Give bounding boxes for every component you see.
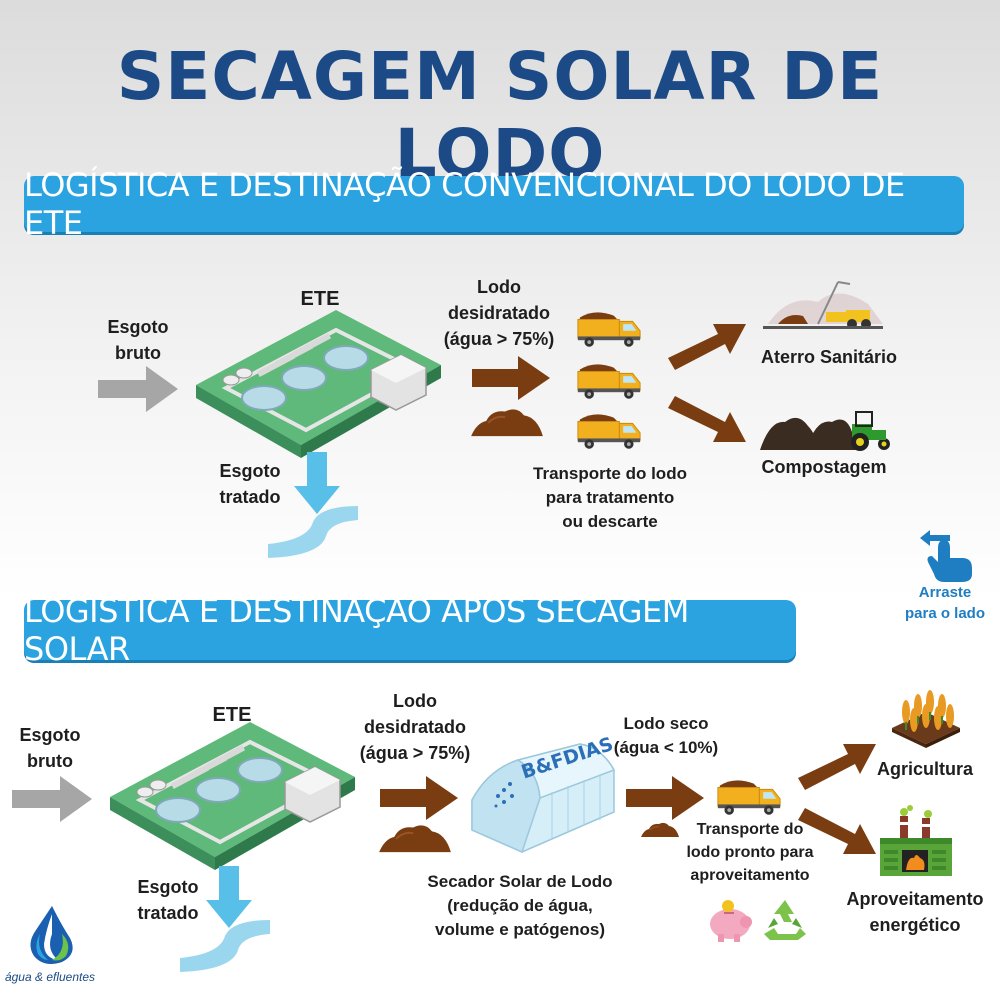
section1-water-stream bbox=[268, 506, 358, 558]
swipe-hand-icon[interactable] bbox=[914, 524, 974, 584]
compost-icon bbox=[760, 411, 890, 451]
section2-banner: LOGÍSTICA E DESTINAÇÃO APÓS SECAGEM SOLA… bbox=[24, 592, 796, 668]
energy-label: Aproveitamento energético bbox=[846, 889, 984, 935]
section1-sludge-label: Lodo desidratado (água > 75%) bbox=[443, 277, 555, 349]
section1-truck-3 bbox=[576, 408, 642, 450]
landfill-label: Aterro Sanitário bbox=[760, 347, 898, 367]
section2-arrow-to-agriculture bbox=[798, 744, 876, 790]
logo-text: água & efluentes bbox=[4, 970, 96, 984]
section2-arrow-to-energy bbox=[798, 808, 876, 854]
agua-efluentes-logo bbox=[30, 906, 73, 964]
piggy-bank-icon bbox=[710, 900, 752, 942]
solar-dryer-greenhouse bbox=[471, 743, 616, 854]
section2-dry-sludge-arrow bbox=[626, 776, 704, 820]
section2-treated-water-arrow bbox=[206, 866, 252, 928]
section2-sludge-arrow bbox=[380, 776, 458, 820]
section2-raw-sewage-label: Esgoto bruto bbox=[19, 725, 81, 771]
section1-transport-label: Transporte do lodo para tratamento ou de… bbox=[533, 464, 687, 531]
section2-transport-label: Transporte do lodo pronto para aproveita… bbox=[686, 821, 814, 884]
section2-treated-sewage-label: Esgoto tratado bbox=[137, 877, 199, 923]
compost-label: Compostagem bbox=[761, 457, 887, 477]
landfill-icon bbox=[763, 281, 883, 329]
section2-plant-illustration bbox=[100, 712, 360, 882]
section1-raw-sewage-label: Esgoto bruto bbox=[107, 317, 169, 363]
section1-banner-text: LOGÍSTICA E DESTINAÇÃO CONVENCIONAL DO L… bbox=[24, 166, 905, 242]
section2-dry-sludge-label: Lodo seco (água < 10%) bbox=[613, 714, 719, 757]
section1-arrow-to-compost bbox=[668, 396, 746, 442]
section2-plant-label: ETE bbox=[212, 704, 252, 726]
section1-sludge-arrow bbox=[472, 356, 550, 400]
section1-truck-2 bbox=[576, 358, 642, 400]
swipe-hint-label: Arraste para o lado bbox=[904, 584, 986, 622]
solar-dryer-caption: Secador Solar de Lodo (redução de água, … bbox=[427, 872, 613, 939]
section1-treated-water-arrow bbox=[294, 452, 340, 514]
section1-plant-label: ETE bbox=[300, 288, 340, 310]
section1-treated-sewage-label: Esgoto tratado bbox=[219, 461, 281, 507]
section2-water-stream bbox=[180, 920, 270, 972]
section1-banner: LOGÍSTICA E DESTINAÇÃO CONVENCIONAL DO L… bbox=[24, 166, 964, 242]
page-title: SECAGEM SOLAR DE LODO bbox=[116, 38, 884, 192]
section2-truck bbox=[716, 774, 782, 816]
section1-truck-1 bbox=[576, 306, 642, 348]
section1-sludge-pile bbox=[468, 404, 546, 438]
section1-raw-sewage-arrow bbox=[98, 366, 178, 412]
section2-sludge-label: Lodo desidratado (água > 75%) bbox=[359, 691, 471, 763]
section1-arrow-to-landfill bbox=[668, 324, 746, 370]
section2-banner-text: LOGÍSTICA E DESTINAÇÃO APÓS SECAGEM SOLA… bbox=[24, 592, 689, 668]
section1-plant-illustration bbox=[186, 300, 446, 470]
section2-raw-sewage-arrow bbox=[12, 776, 92, 822]
agriculture-icon bbox=[892, 690, 960, 748]
section2-sludge-pile bbox=[376, 820, 454, 854]
recycle-icon bbox=[764, 900, 806, 940]
agriculture-label: Agricultura bbox=[876, 759, 973, 779]
energy-plant-icon bbox=[880, 805, 952, 876]
